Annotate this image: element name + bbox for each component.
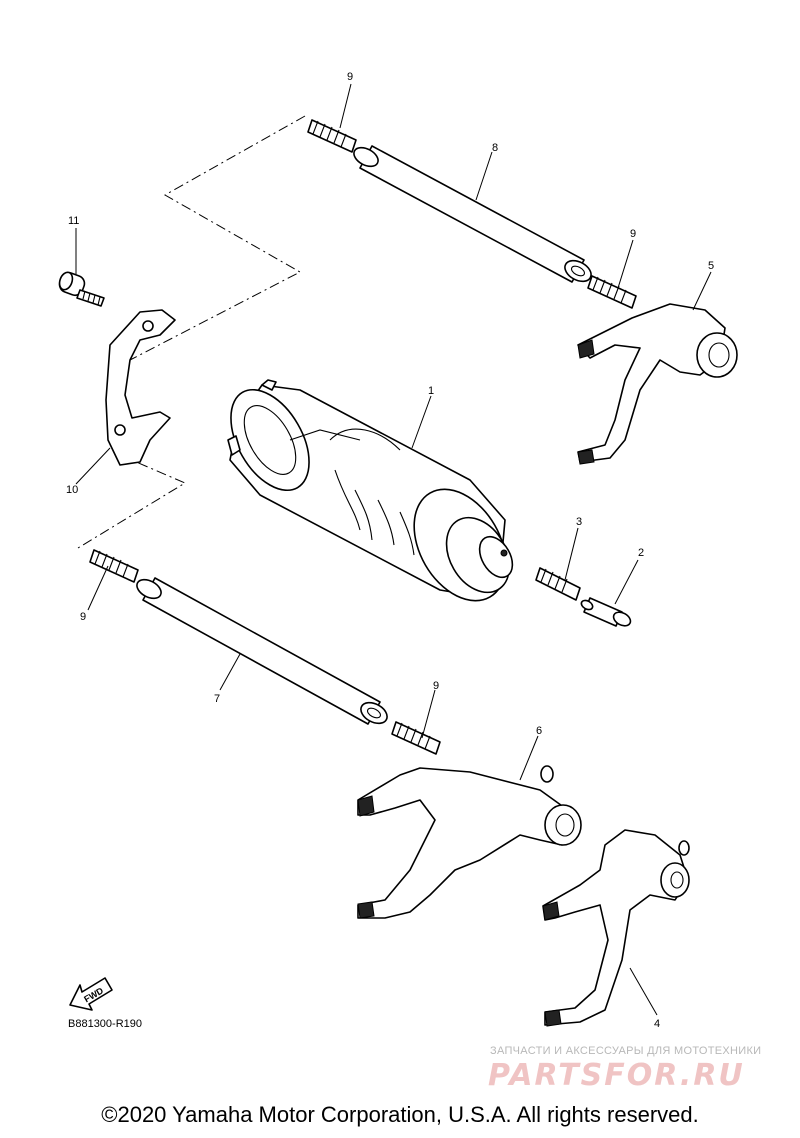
shift-fork-part-6 xyxy=(357,765,582,919)
callout-3: 3 xyxy=(576,516,582,528)
bolt-part-11 xyxy=(58,271,105,307)
callout-9-lower: 9 xyxy=(433,680,439,692)
diagram-code: B881300-R190 xyxy=(68,1018,143,1030)
plate-part-10 xyxy=(105,309,176,466)
fwd-arrow-icon: FWD xyxy=(69,977,113,1011)
shift-fork-part-4 xyxy=(542,829,690,1027)
callout-8: 8 xyxy=(492,142,498,154)
shaft-part-7 xyxy=(136,577,388,725)
callout-11: 11 xyxy=(68,215,79,227)
copyright-notice: ©2020 Yamaha Motor Corporation, U.S.A. A… xyxy=(101,1102,699,1127)
callout-1: 1 xyxy=(428,385,434,397)
spring-part-9-right xyxy=(587,275,637,309)
spring-part-3 xyxy=(535,567,581,601)
callout-9-top: 9 xyxy=(347,71,353,83)
callout-7: 7 xyxy=(214,693,220,705)
lower-assembly-line xyxy=(77,454,187,549)
shaft-part-8 xyxy=(353,145,592,283)
callout-9-right: 9 xyxy=(630,228,636,240)
watermark-tagline: ЗАПЧАСТИ И АКСЕССУАРЫ ДЛЯ МОТОТЕХНИКИ xyxy=(490,1045,762,1057)
callout-2: 2 xyxy=(638,547,644,559)
callout-9-left: 9 xyxy=(80,611,86,623)
spring-part-9-lower xyxy=(391,721,441,755)
shift-fork-part-5 xyxy=(577,303,738,465)
leader-lines xyxy=(75,83,712,1016)
shift-drum-part-1 xyxy=(227,379,514,602)
upper-assembly-line xyxy=(129,115,306,361)
callout-5: 5 xyxy=(708,260,714,272)
spring-part-9-top xyxy=(307,119,357,153)
watermark-logo: PARTSFOR.RU xyxy=(488,1058,745,1093)
spring-part-9-left xyxy=(89,549,139,583)
callout-10: 10 xyxy=(66,484,78,496)
callout-4: 4 xyxy=(654,1018,660,1030)
callout-6: 6 xyxy=(536,725,542,737)
pin-part-2 xyxy=(580,597,632,627)
